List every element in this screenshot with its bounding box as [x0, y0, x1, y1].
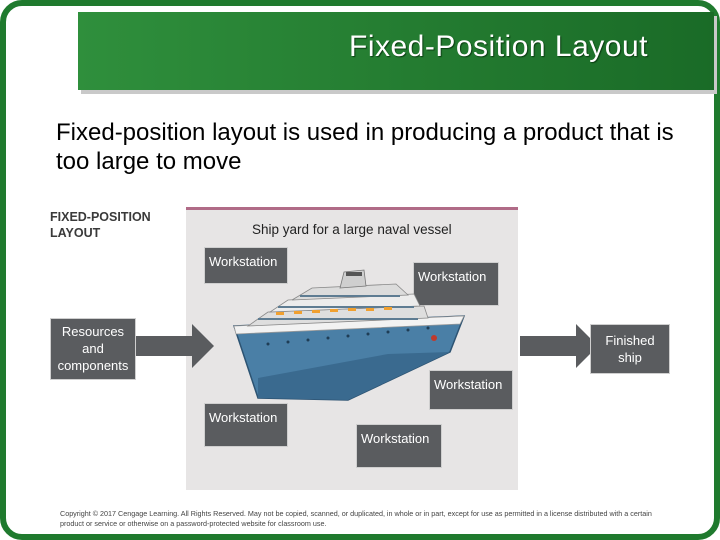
resources-line: components — [57, 358, 129, 373]
figure-caption: Ship yard for a large naval vessel — [252, 222, 452, 237]
workstation-box: Workstation — [204, 403, 288, 447]
figure-label: FIXED-POSITION LAYOUT — [50, 209, 170, 241]
input-arrow-head — [192, 324, 214, 368]
output-arrow-shaft — [520, 336, 580, 356]
ship-anchor-mark — [431, 335, 437, 341]
workstation-box: Workstation — [429, 370, 513, 410]
copyright-notice: Copyright © 2017 Cengage Learning. All R… — [60, 509, 652, 528]
ship-deck-1 — [246, 305, 429, 327]
finished-ship-line: ship — [618, 350, 642, 365]
ship-funnel-top — [346, 272, 362, 276]
finished-ship-line: Finished — [605, 333, 655, 348]
ship-portholes — [266, 326, 430, 346]
input-arrow-shaft — [134, 336, 194, 356]
cruise-ship-illustration — [232, 269, 466, 401]
figure-label-line1: FIXED-POSITION — [50, 210, 151, 224]
workstation-box: Workstation — [356, 424, 442, 468]
ship-windows — [258, 295, 418, 320]
resources-line: Resources — [61, 324, 125, 339]
figure-label-line2: LAYOUT — [50, 226, 101, 240]
finished-ship-box: Finished ship — [590, 324, 670, 374]
ship-hull-shadow — [258, 352, 450, 400]
resources-line: and — [82, 341, 104, 356]
workstation-box: Workstation — [204, 247, 288, 284]
title-bar — [78, 12, 714, 90]
slide-title: Fixed-Position Layout — [349, 30, 648, 63]
ship-lifeboats — [276, 307, 392, 315]
resources-box: Resources and components — [50, 318, 136, 380]
slide-body-text: Fixed-position layout is used in produci… — [56, 119, 674, 175]
workstation-box: Workstation — [413, 262, 499, 306]
